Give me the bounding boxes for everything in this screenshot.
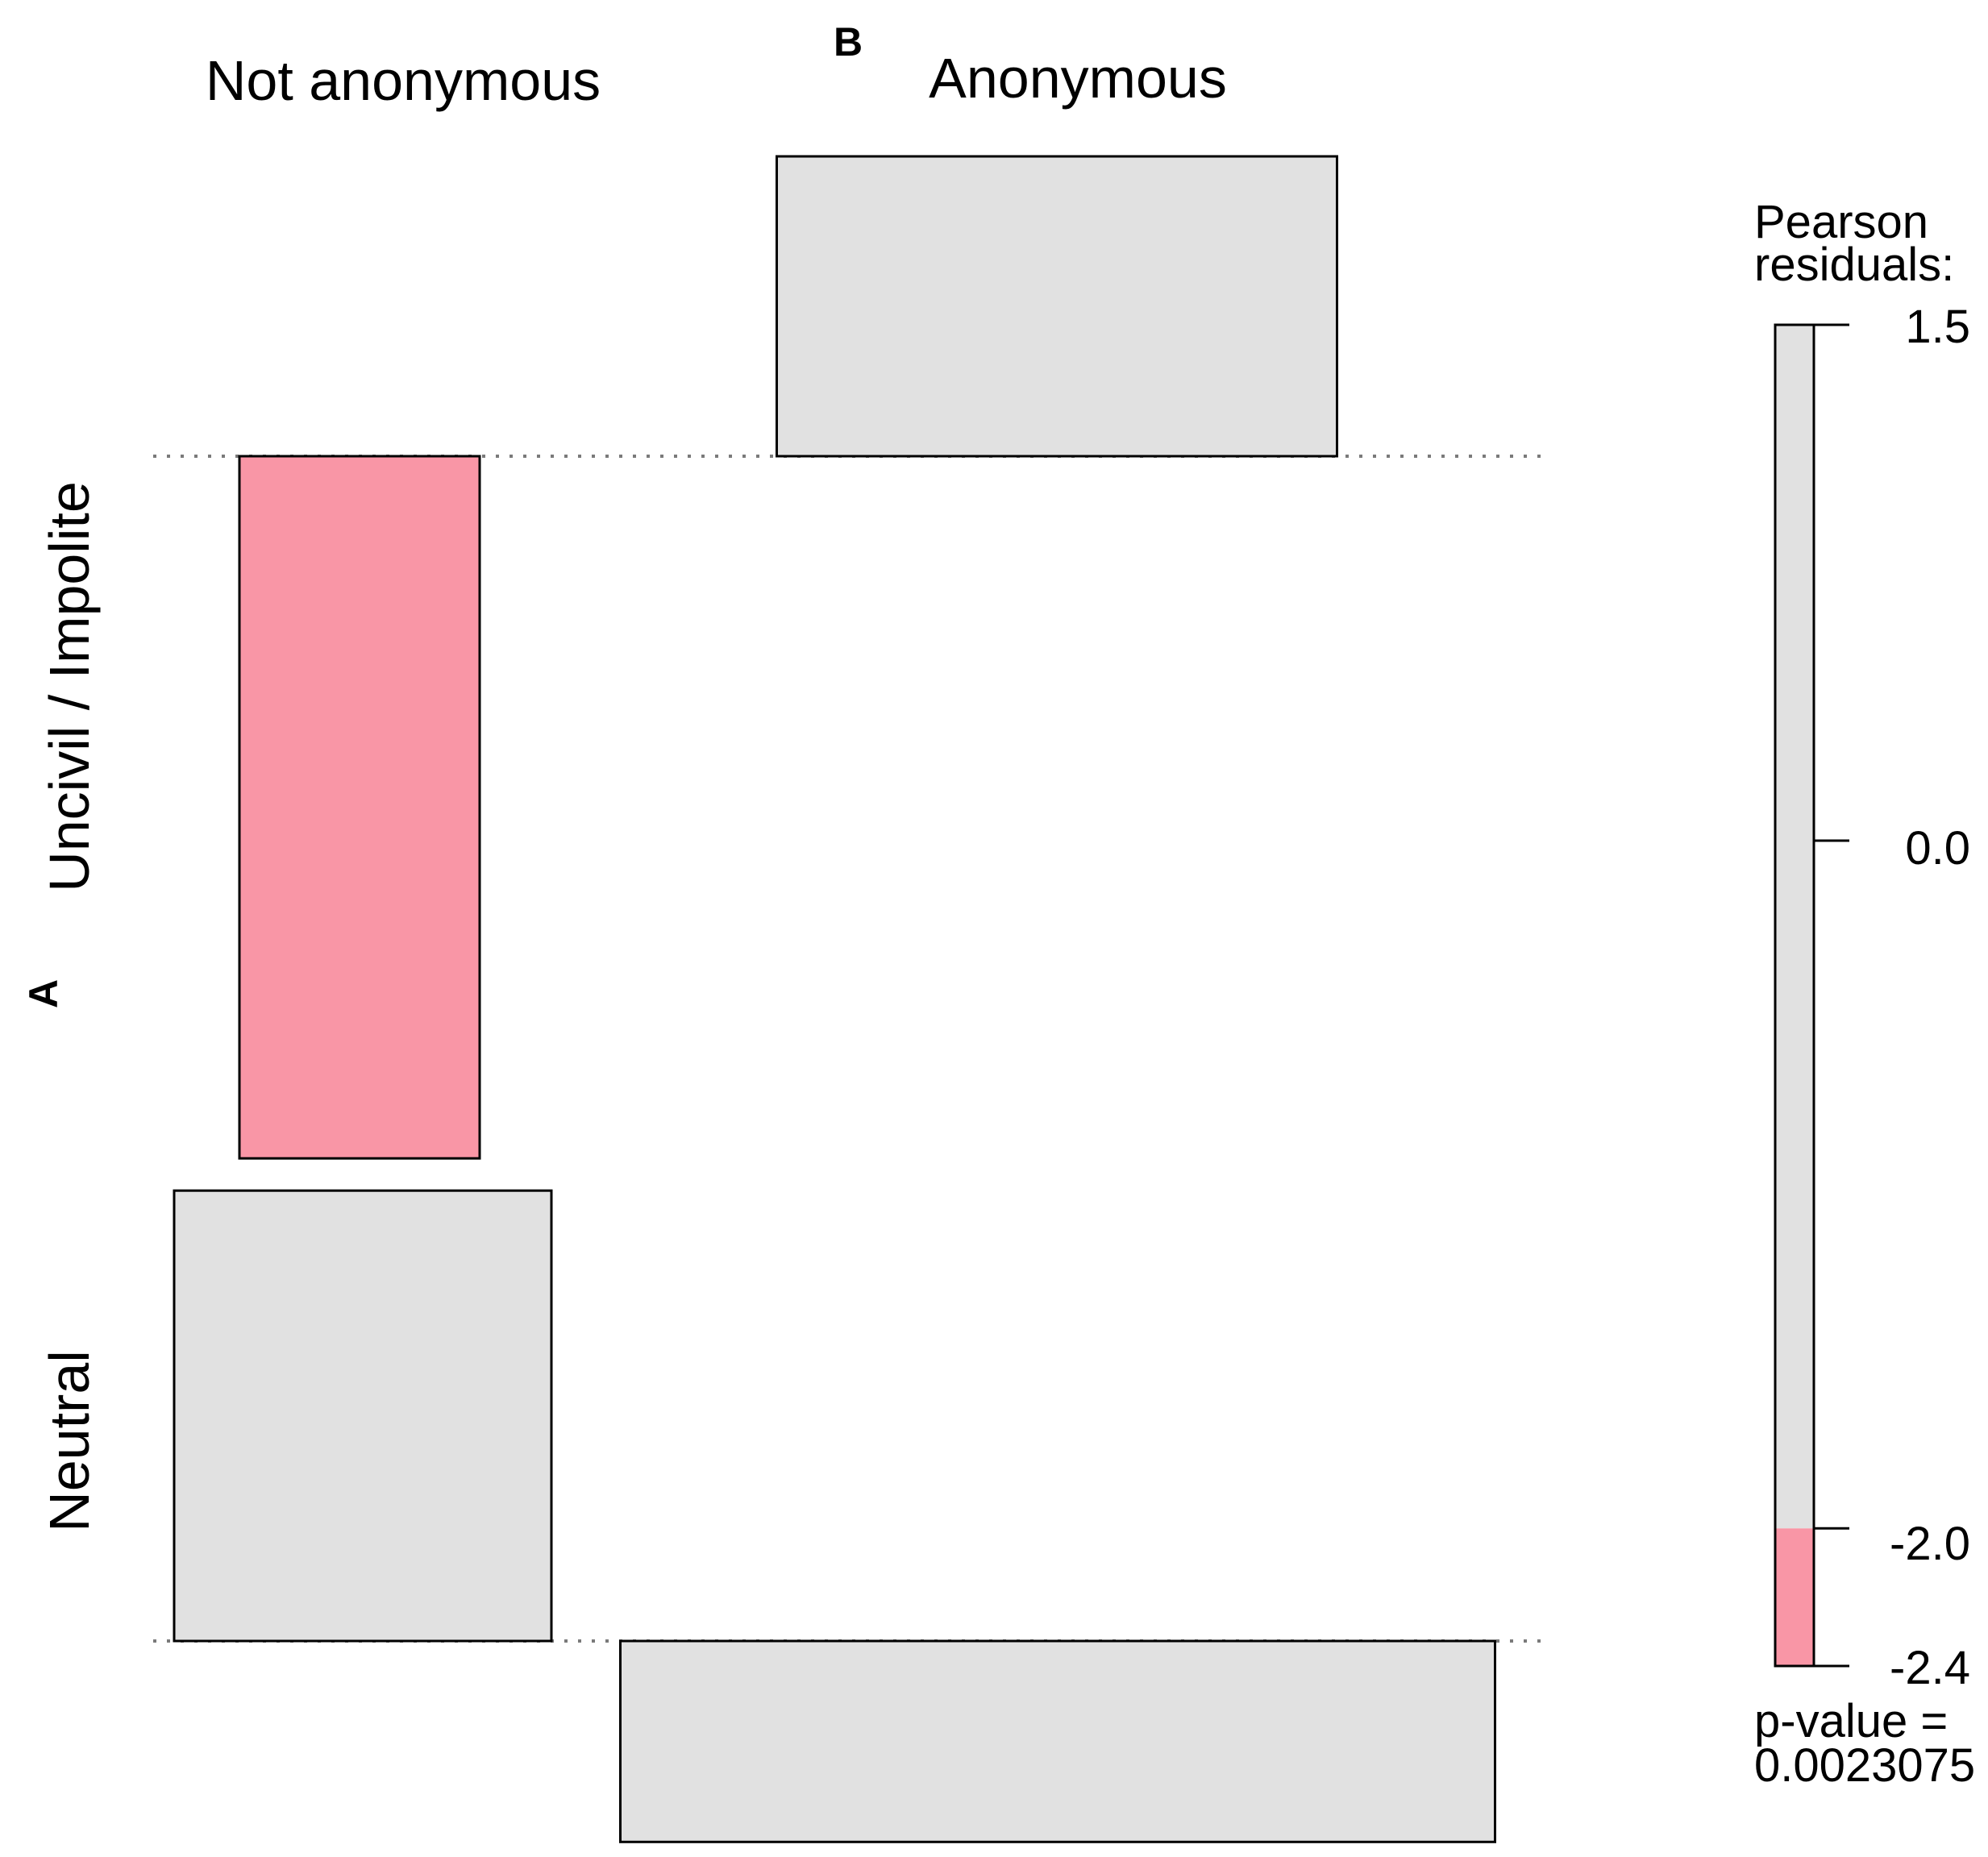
residual-tile <box>238 455 481 1160</box>
legend-tick-label: 1.5 <box>1905 301 1970 353</box>
pvalue-label: p-value = <box>1754 1695 1948 1747</box>
column-variable-label: B <box>834 19 863 64</box>
pvalue-value: 0.0023075 <box>1754 1739 1975 1792</box>
column-label-anonymous: Anonymous <box>929 47 1227 110</box>
legend-band-neutral <box>1775 325 1814 1529</box>
legend-title-line2: residuals: <box>1754 239 1954 291</box>
row-label-neutral: Neutral <box>38 1350 101 1532</box>
legend-title-line1: Pearson <box>1754 196 1928 248</box>
legend-band-negative <box>1775 1528 1814 1666</box>
legend-tick-label: -2.0 <box>1890 1518 1970 1570</box>
residual-tile <box>173 1189 553 1643</box>
row-label-uncivil: Uncivil / Impolite <box>38 481 101 892</box>
legend-tick-label: 0.0 <box>1905 822 1970 874</box>
row-variable-label: A <box>21 979 66 1008</box>
legend-bar-border <box>1774 323 1815 1668</box>
legend-tick-label: -2.4 <box>1890 1642 1970 1694</box>
residual-tile <box>619 1639 1496 1843</box>
residual-tile <box>776 155 1338 458</box>
column-label-not-anonymous: Not anonymous <box>206 49 601 112</box>
